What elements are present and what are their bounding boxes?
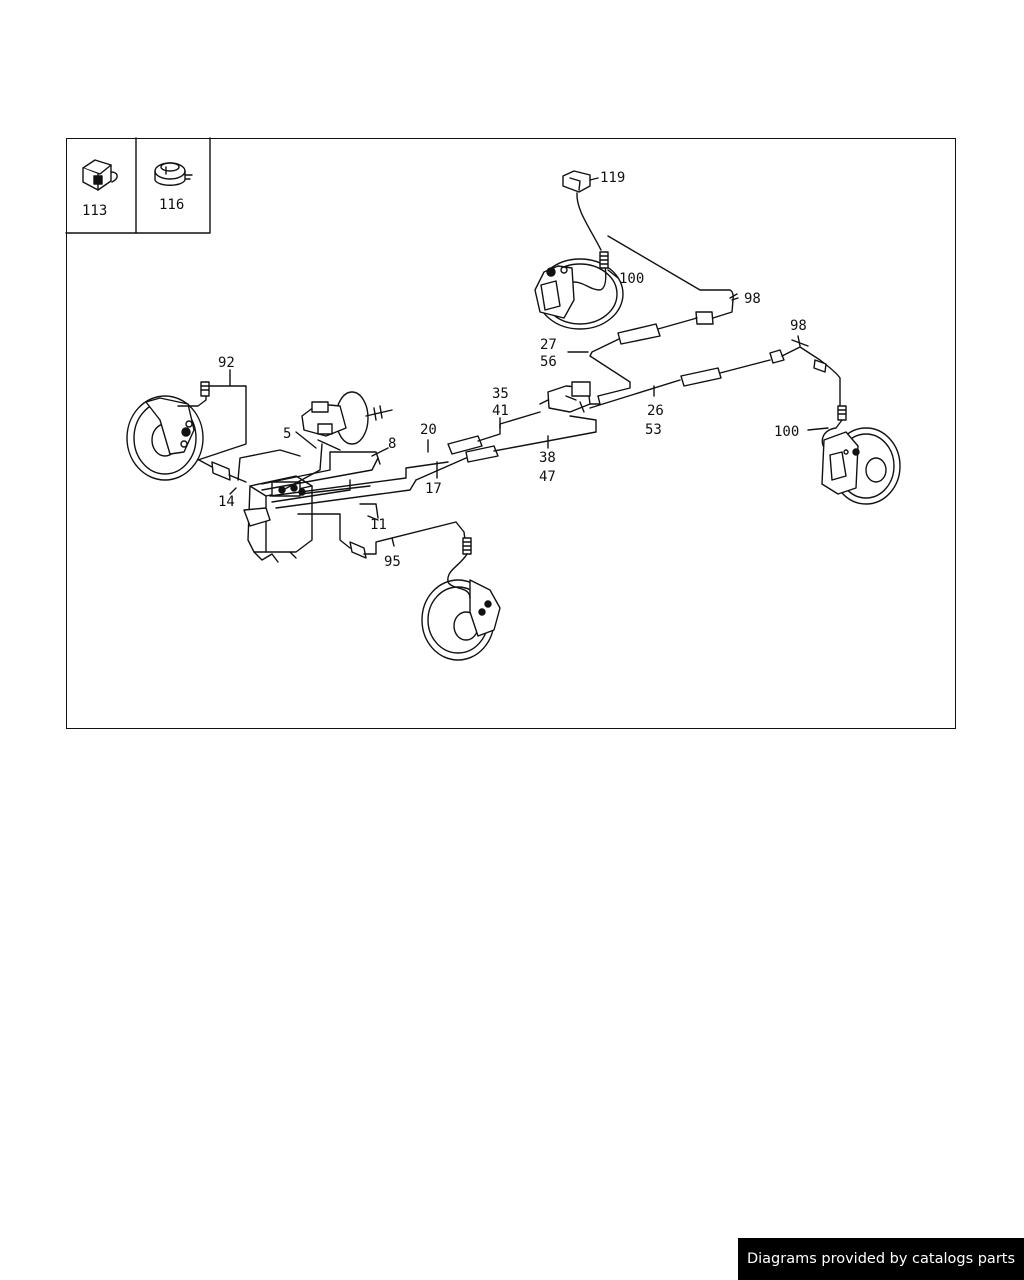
- callout-26: 26: [647, 403, 664, 419]
- callout-92: 92: [218, 355, 235, 371]
- callout-98-top: 98: [744, 291, 761, 307]
- footer-credit: Diagrams provided by catalogs parts: [738, 1238, 1024, 1280]
- inset-label-116: 116: [159, 197, 184, 213]
- callout-5: 5: [283, 426, 291, 442]
- callout-100-top: 100: [619, 271, 644, 287]
- hydraulic-unit: [243, 475, 313, 563]
- callout-38: 38: [539, 450, 556, 466]
- callout-27: 27: [540, 337, 557, 353]
- central-line-bundle: [237, 411, 597, 559]
- main-line-right: [589, 339, 841, 409]
- master-cylinder: [301, 391, 393, 451]
- inset-boxes: [65, 137, 211, 234]
- callout-labels: 113 116 119 100 98 98 27 56 35 41 26 53 …: [82, 170, 807, 570]
- callout-47: 47: [539, 469, 556, 485]
- callout-95: 95: [384, 554, 401, 570]
- callout-14: 14: [218, 494, 235, 510]
- callout-56: 56: [540, 354, 557, 370]
- leader-lines: [229, 269, 801, 547]
- grommet-icon: [154, 162, 193, 186]
- proportioning-valve: [539, 381, 601, 413]
- front-left-brake: [126, 381, 247, 483]
- inset-label-113: 113: [82, 203, 107, 219]
- front-bottom-brake: [421, 537, 501, 661]
- rear-right-line: [567, 235, 738, 397]
- diagram-frame: [66, 138, 956, 729]
- callout-119: 119: [600, 170, 625, 186]
- clip-icon: [82, 159, 118, 191]
- callout-20: 20: [420, 422, 437, 438]
- callout-17: 17: [425, 481, 442, 497]
- callout-11: 11: [370, 517, 387, 533]
- front-right-brake: [534, 251, 624, 330]
- callout-53: 53: [645, 422, 662, 438]
- callout-41: 41: [492, 403, 509, 419]
- bracket-icon: [562, 170, 602, 251]
- callout-8: 8: [388, 436, 396, 452]
- rear-right-brake: [807, 405, 901, 505]
- callout-35: 35: [492, 386, 509, 402]
- callout-100-right: 100: [774, 424, 799, 440]
- callout-98-right: 98: [790, 318, 807, 334]
